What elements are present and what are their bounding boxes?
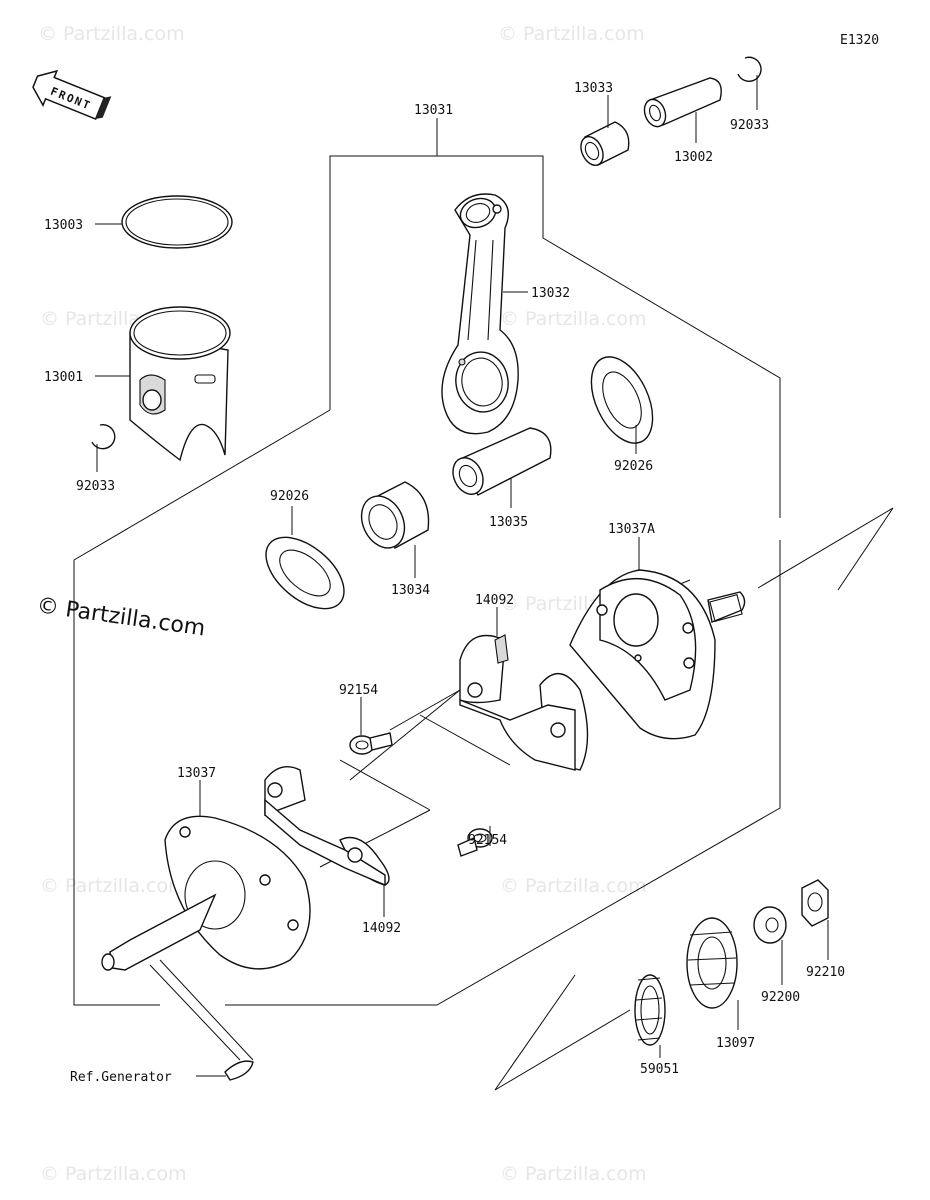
watermark: © Partzilla.com [40,875,187,897]
bolt-top [349,732,393,755]
thrust-washer-left [265,536,345,610]
watermark: © Partzilla.com [498,23,645,45]
leader-lines [95,75,829,1058]
label-92033-left: 92033 [76,479,115,494]
bolt-bottom [457,828,493,857]
label-92210: 92210 [806,965,845,980]
label-13003: 13003 [44,218,83,233]
assembly-brackets [73,118,894,1091]
label-13034: 13034 [391,583,430,598]
piston-pin-clip-top [737,56,762,82]
label-13035: 13035 [489,515,528,530]
nut-92210 [801,879,829,927]
watermark: © Partzilla.com [500,308,647,330]
crank-half-right [569,569,746,740]
big-end-bearing [360,481,430,549]
diagram-code: E1320 [840,33,879,48]
label-92026-left: 92026 [270,489,309,504]
watermark: © Partzilla.com [500,1163,647,1185]
piston-pin-clip-left [91,423,116,450]
gear-13097 [686,917,738,1009]
label-13032: 13032 [531,286,570,301]
connecting-rod [441,193,519,435]
crank-half-left [101,815,311,971]
piston-pin [643,77,722,128]
washer-92200 [753,906,787,944]
gear-59051 [634,974,666,1046]
label-13002: 13002 [674,150,713,165]
watermark: © Partzilla.com [40,1163,187,1185]
front-arrow-icon: FRONT [32,69,112,121]
ref-generator-pointer [149,959,254,1081]
label-13097: 13097 [716,1036,755,1051]
small-end-bearing [580,121,630,166]
label-14092-top: 14092 [475,593,514,608]
label-92200: 92200 [761,990,800,1005]
piston [129,306,231,462]
label-59051: 59051 [640,1062,679,1077]
crank-weight-bottom [264,766,390,887]
label-92154-top: 92154 [339,683,378,698]
watermark: © Partzilla.com [38,23,185,45]
label-14092-bottom: 14092 [362,921,401,936]
crank-pin [452,427,552,496]
label-13031: 13031 [414,103,453,118]
piston-ring [121,195,233,249]
crank-weight-top [459,634,589,771]
watermark: © Partzilla.com [500,875,647,897]
part-labels: 13031 13033 92033 13002 13003 13032 1300… [44,81,845,1085]
label-13037A: 13037A [608,522,655,537]
thrust-washer-right [590,356,654,444]
label-92033-top: 92033 [730,118,769,133]
watermarks: © Partzilla.com © Partzilla.com © Partzi… [35,23,646,1185]
ref-generator-label: Ref.Generator [70,1070,172,1085]
watermark-main: © Partzilla.com [35,593,207,641]
label-13001: 13001 [44,370,83,385]
label-92026-right: 92026 [614,459,653,474]
label-92154-bottom: 92154 [468,833,507,848]
label-13037: 13037 [177,766,216,781]
label-13033: 13033 [574,81,613,96]
